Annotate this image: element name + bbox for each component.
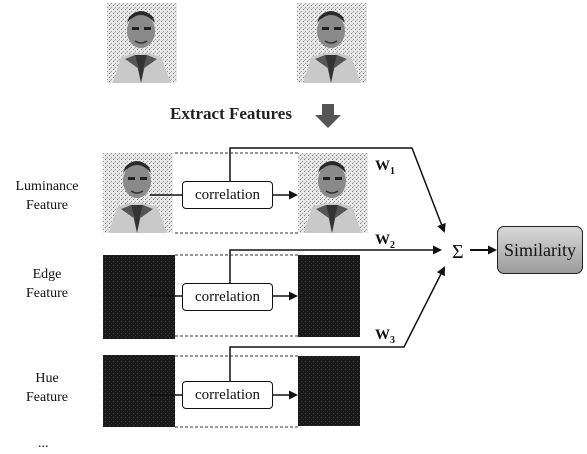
correlation-box-luminance: correlation xyxy=(182,181,273,209)
extract-features-label: Extract Features xyxy=(170,104,292,123)
hue-image-left xyxy=(103,355,175,427)
correlation-box-edge: correlation xyxy=(182,283,273,311)
input-image-a xyxy=(106,2,178,84)
more-features-ellipsis: ... xyxy=(38,436,49,451)
feature-label-line1: Hue xyxy=(35,371,59,386)
sum-symbol: Σ xyxy=(452,241,464,263)
luminance-weight-path xyxy=(229,147,446,233)
hue-weight-path xyxy=(229,266,445,381)
hue-image-right xyxy=(298,356,360,426)
feature-label-luminance: Luminance Feature xyxy=(0,177,94,215)
edge-image-right xyxy=(298,255,360,337)
feature-label-hue: Hue Feature xyxy=(0,369,94,407)
edge-image-left xyxy=(103,255,175,339)
feature-label-line1: Edge xyxy=(32,267,62,282)
feature-label-line1: Luminance xyxy=(15,179,79,194)
weight-label-2: W2 xyxy=(375,232,395,251)
feature-label-edge: Edge Feature xyxy=(0,265,94,303)
extract-arrow-icon xyxy=(315,104,341,128)
weight-label-1: W1 xyxy=(375,158,395,177)
weight-label-3: W3 xyxy=(375,327,395,346)
luminance-image-right xyxy=(297,152,369,234)
feature-label-line2: Feature xyxy=(26,390,68,405)
luminance-image-left xyxy=(102,152,174,234)
similarity-output-box: Similarity xyxy=(497,226,583,274)
feature-label-line2: Feature xyxy=(26,198,68,213)
input-image-b xyxy=(296,2,368,84)
edge-weight-path xyxy=(229,245,442,283)
correlation-box-hue: correlation xyxy=(182,381,273,409)
feature-label-line2: Feature xyxy=(26,286,68,301)
